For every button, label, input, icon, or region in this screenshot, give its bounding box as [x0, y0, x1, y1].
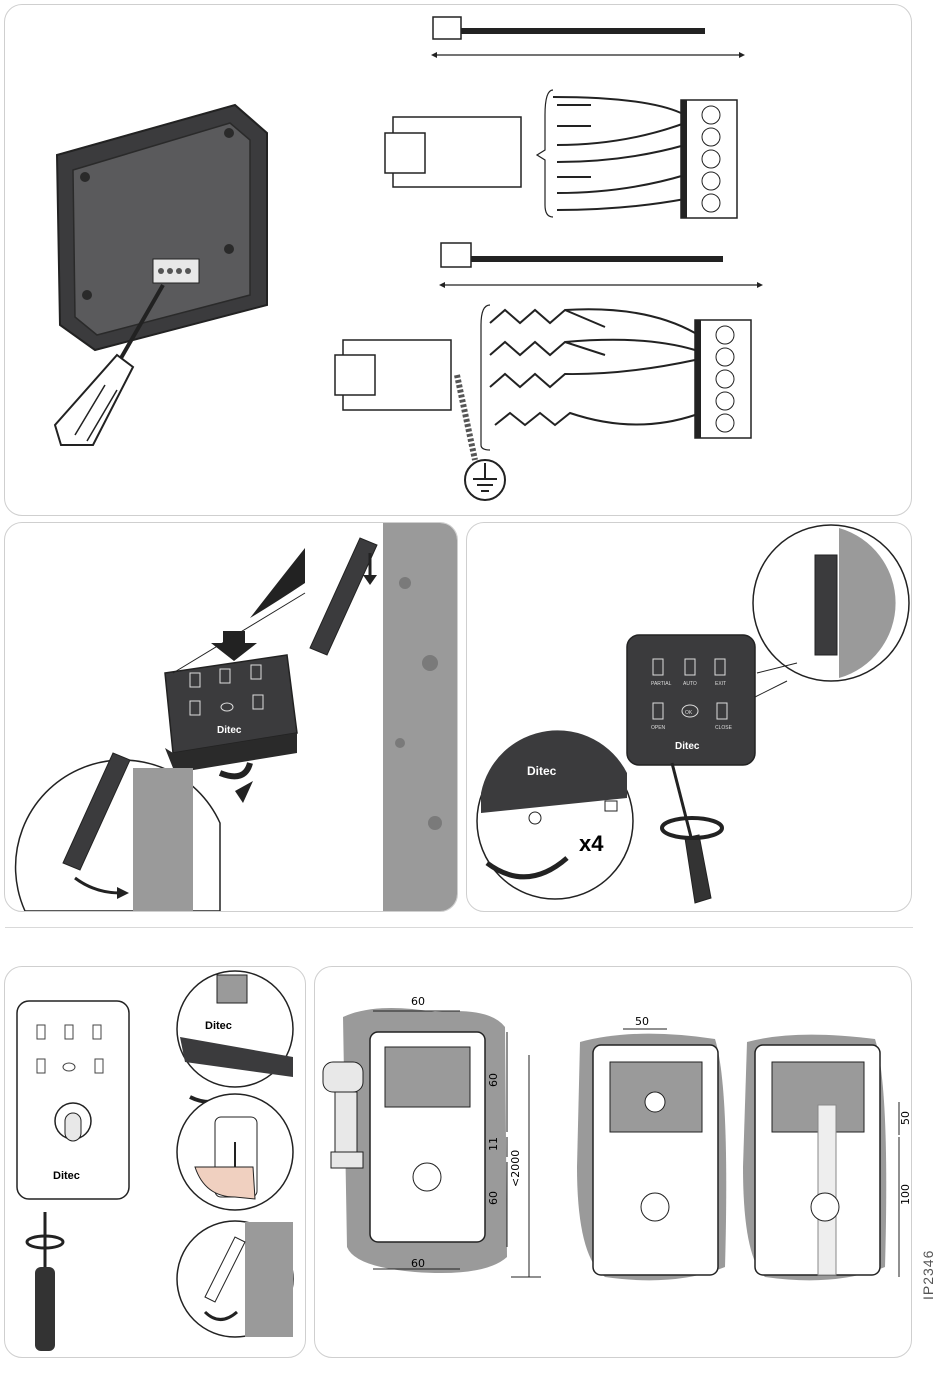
dim-right-lower: 100: [899, 1184, 911, 1205]
baseplate-middle: [577, 1034, 726, 1281]
zoom-hand: [177, 1094, 293, 1210]
zoom-wall-detail: [753, 525, 909, 681]
key-label-ok: OK: [685, 710, 693, 716]
dim-left-lower-height: 60: [487, 1191, 500, 1205]
device-brand-front: Ditec: [675, 741, 700, 752]
device-housing: [57, 105, 267, 350]
connector-unshielded: [385, 90, 737, 218]
zoom-screw-detail: Ditec: [477, 730, 633, 899]
device-brand-zoom-top: Ditec: [205, 1020, 232, 1032]
baseplate-right: [743, 1035, 886, 1281]
baseplate-illustration: 60 60 60 11 60 <2000 50 50 100: [315, 967, 911, 1357]
zoom-bottom: [177, 1221, 293, 1337]
device-brand-cylinder: Ditec: [53, 1170, 80, 1182]
keypad-with-cylinder: Ditec: [17, 1001, 129, 1199]
drill-icon: [323, 1062, 363, 1168]
screw-fasten-panel: PARTIAL AUTO EXIT OPEN OK CLOSE Ditec Di…: [466, 522, 912, 912]
key-cylinder-panel: Ditec Ditec: [4, 966, 306, 1358]
screwdriver-icon: [27, 1212, 63, 1351]
dim-left-gap: 11: [487, 1137, 500, 1151]
connector-shielded: [335, 305, 751, 460]
dim-floor-height: <2000: [509, 1150, 522, 1187]
screwdriver-icon: [662, 763, 722, 903]
key-cylinder-illustration: Ditec Ditec: [5, 967, 305, 1357]
motion-arrow: [250, 548, 305, 618]
device-brand-zoom: Ditec: [527, 764, 557, 778]
key-label-open: OPEN: [651, 725, 666, 731]
zoom-detail: [16, 753, 220, 911]
dim-right-upper: 50: [899, 1111, 911, 1125]
multiplier-label: x4: [579, 831, 604, 856]
key-label-close: CLOSE: [715, 725, 733, 731]
key-label-auto: AUTO: [683, 681, 697, 687]
section-divider: [5, 927, 913, 928]
keypad-device: Ditec: [165, 655, 297, 773]
zoom-top: Ditec: [177, 971, 293, 1087]
dim-left-upper-height: 60: [487, 1073, 500, 1087]
cover-plate: [310, 538, 377, 655]
dim-left-top-width: 60: [411, 995, 425, 1008]
cover-mount-illustration: Ditec: [5, 523, 457, 911]
cable-flat: [431, 17, 745, 58]
wiring-illustration: [5, 5, 911, 515]
ground-icon: [465, 460, 505, 500]
dim-left-bottom-width: 60: [411, 1257, 425, 1270]
baseplate-left: [343, 1008, 507, 1273]
screw-fasten-illustration: PARTIAL AUTO EXIT OPEN OK CLOSE Ditec Di…: [467, 523, 911, 911]
cover-mount-panel: Ditec: [4, 522, 458, 912]
cable-shielded: [439, 243, 763, 288]
keypad-front: PARTIAL AUTO EXIT OPEN OK CLOSE Ditec: [627, 635, 755, 765]
baseplate-dimensions-panel: 60 60 60 11 60 <2000 50 50 100: [314, 966, 912, 1358]
key-label-exit: EXIT: [715, 681, 726, 687]
wall-texture: [383, 523, 457, 911]
key-label-partial: PARTIAL: [651, 681, 672, 687]
device-brand: Ditec: [217, 725, 242, 736]
dim-mid-top-width: 50: [635, 1015, 649, 1028]
document-code: IP2346: [920, 1260, 950, 1300]
wiring-panel: [4, 4, 912, 516]
